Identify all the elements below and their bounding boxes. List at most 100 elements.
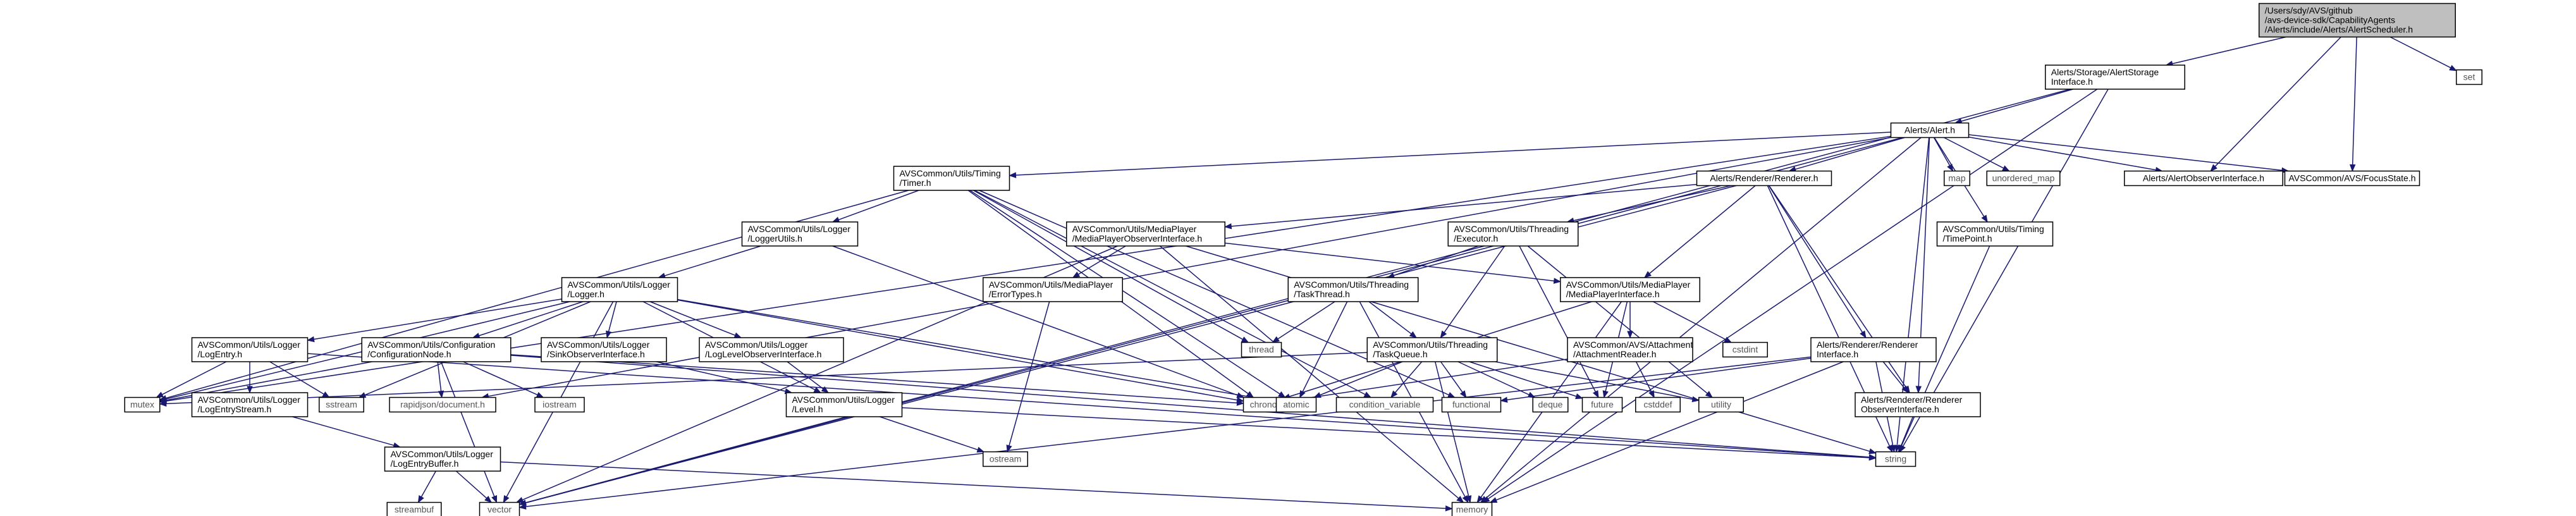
node-logger[interactable]: AVSCommon/Utils/Logger/Logger.h (561, 277, 678, 302)
node-timepoint[interactable]: AVSCommon/Utils/Timing/TimePoint.h (1936, 221, 2054, 247)
node-logentrystream[interactable]: AVSCommon/Utils/Logger/LogEntryStream.h (191, 392, 309, 417)
node-label-line: AVSCommon/Utils/Timing (900, 168, 1001, 178)
edge-root-to-storage (2165, 36, 2286, 67)
edge-renderer-to-rendif (1768, 185, 1867, 339)
node-mpoi[interactable]: AVSCommon/Utils/MediaPlayer/MediaPlayerO… (1066, 221, 1225, 247)
edge-timer-to-atomic (969, 190, 1286, 398)
edges-layer (156, 36, 2457, 512)
node-label-line: AVSCommon/Utils/Logger (198, 395, 301, 405)
edge-timer-to-thread (972, 190, 1249, 343)
edge-arrowhead (1500, 396, 1508, 403)
node-box (561, 277, 678, 302)
node-mpi[interactable]: AVSCommon/Utils/MediaPlayer/MediaPlayerI… (1560, 277, 1700, 302)
node-loggerutils[interactable]: AVSCommon/Utils/Logger/LoggerUtils.h (741, 221, 859, 247)
node-sinkobs[interactable]: AVSCommon/Utils/Logger/SinkObserverInter… (541, 337, 667, 362)
node-focus[interactable]: AVSCommon/AVS/FocusState.h (2284, 170, 2420, 187)
edge-confignode-to-vector (440, 361, 498, 503)
node-errortypes[interactable]: AVSCommon/Utils/MediaPlayer/ErrorTypes.h (983, 277, 1123, 302)
edge-root-to-focus (2349, 37, 2357, 172)
edge-logger-to-sinkobs (606, 301, 617, 339)
edge-arrowhead (821, 386, 829, 393)
node-levelobs[interactable]: AVSCommon/Utils/Logger/LogLevelObserverI… (699, 337, 844, 362)
node-label-line: iostream (543, 400, 577, 410)
node-box (479, 501, 520, 516)
node-renderer[interactable]: Alerts/Renderer/Renderer.h (1696, 170, 1832, 187)
edge-line (1277, 301, 1335, 340)
node-label-line: AVSCommon/Utils/Logger (391, 449, 494, 459)
node-box (1275, 396, 1317, 413)
node-box (1241, 341, 1282, 358)
node-label-line: AVSCommon/Utils/Logger (568, 280, 671, 290)
node-label-line: Alerts/AlertObserverInterface.h (2143, 173, 2264, 183)
node-label-line: condition_variable (1349, 400, 1421, 410)
edge-line (2389, 36, 2451, 68)
edge-logger-to-levelobs (649, 301, 742, 338)
edge-rendif-to-functional (1500, 357, 1812, 403)
edge-confignode-to-iostream (463, 361, 544, 398)
node-rendobs[interactable]: Alerts/Renderer/RendererObserverInterfac… (1855, 392, 1981, 417)
node-timer[interactable]: AVSCommon/Utils/Timing/Timer.h (893, 166, 1010, 191)
node-box (2259, 3, 2456, 38)
edge-taskthread-to-thread (1272, 301, 1335, 343)
edge-line (1495, 361, 1693, 400)
node-alert[interactable]: Alerts/Alert.h (1890, 122, 1970, 138)
node-box (1696, 170, 1832, 187)
node-logentrybuffer[interactable]: AVSCommon/Utils/Logger/LogEntryBuffer.h (384, 446, 501, 472)
node-label-line: /ErrorTypes.h (989, 289, 1042, 299)
edge-renderer-to-mpoi (1224, 183, 1697, 230)
node-logentry[interactable]: AVSCommon/Utils/Logger/LogEntry.h (191, 337, 309, 362)
node-box (1855, 392, 1981, 417)
edge-line (437, 361, 442, 391)
edge-taskqueue-to-atomic (1313, 361, 1403, 398)
edge-line (1901, 245, 1990, 446)
edge-alert-to-timer (1009, 132, 1891, 178)
edge-line (1573, 185, 1732, 221)
edge-arrowhead (1241, 336, 1249, 343)
edge-arrowhead (1575, 393, 1583, 400)
edge-attreader-to-chrono (1282, 359, 1568, 404)
node-deque: deque (1532, 396, 1569, 413)
edge-line (838, 190, 919, 221)
node-label-line: Alerts/Renderer/Renderer (1861, 395, 1963, 405)
node-root[interactable]: /Users/sdy/AVS/github/avs-device-sdk/Cap… (2259, 3, 2456, 38)
edge-line (1289, 359, 1568, 402)
edge-arrowhead (438, 390, 445, 398)
edge-arrowhead (1860, 330, 1867, 339)
edge-taskqueue-to-condvar (1390, 361, 1423, 398)
edge-taskthread-to-atomic (1299, 301, 1348, 398)
edge-line (1968, 137, 2156, 171)
node-confignode[interactable]: AVSCommon/Utils/Configuration/Configurat… (361, 337, 512, 362)
node-box (389, 396, 496, 413)
node-box (1875, 451, 1917, 467)
node-taskqueue[interactable]: AVSCommon/Utils/Threading/TaskQueue.h (1366, 337, 1498, 362)
edge-arrowhead (1390, 390, 1398, 398)
node-executor[interactable]: AVSCommon/Utils/Threading/Executor.h (1447, 221, 1579, 247)
node-attreader[interactable]: AVSCommon/AVS/Attachment/AttachmentReade… (1567, 337, 1693, 362)
edge-line (314, 298, 562, 340)
edge-line (608, 301, 617, 332)
node-label-line: /Logger.h (568, 289, 604, 299)
edge-line (1944, 137, 2004, 169)
node-label-line: rapidjson/document.h (400, 400, 485, 410)
node-level[interactable]: AVSCommon/Utils/Logger/Level.h (785, 392, 903, 417)
node-aoi[interactable]: Alerts/AlertObserverInterface.h (2124, 170, 2283, 187)
edge-root-to-aoi (2210, 36, 2341, 172)
node-memory: memory (1451, 501, 1493, 516)
node-label-line: unordered_map (1992, 173, 2055, 183)
node-taskthread[interactable]: AVSCommon/Utils/Threading/TaskThread.h (1287, 277, 1419, 302)
edge-line (1160, 245, 1459, 499)
node-ostream: ostream (983, 451, 1028, 467)
node-label-line: /LogEntryBuffer.h (391, 458, 459, 469)
edge-line (292, 416, 395, 446)
edge-mpoi-to-errortypes (1072, 245, 1126, 278)
edge-arrowhead (1476, 495, 1484, 503)
node-label-line: /Level.h (792, 404, 823, 414)
node-box (2284, 170, 2420, 187)
edge-line (1653, 301, 1726, 340)
edge-logentrybuffer-to-streambuf (417, 470, 436, 503)
node-thread: thread (1241, 341, 1282, 358)
edge-line (1444, 245, 1506, 333)
edge-line (525, 137, 1903, 503)
